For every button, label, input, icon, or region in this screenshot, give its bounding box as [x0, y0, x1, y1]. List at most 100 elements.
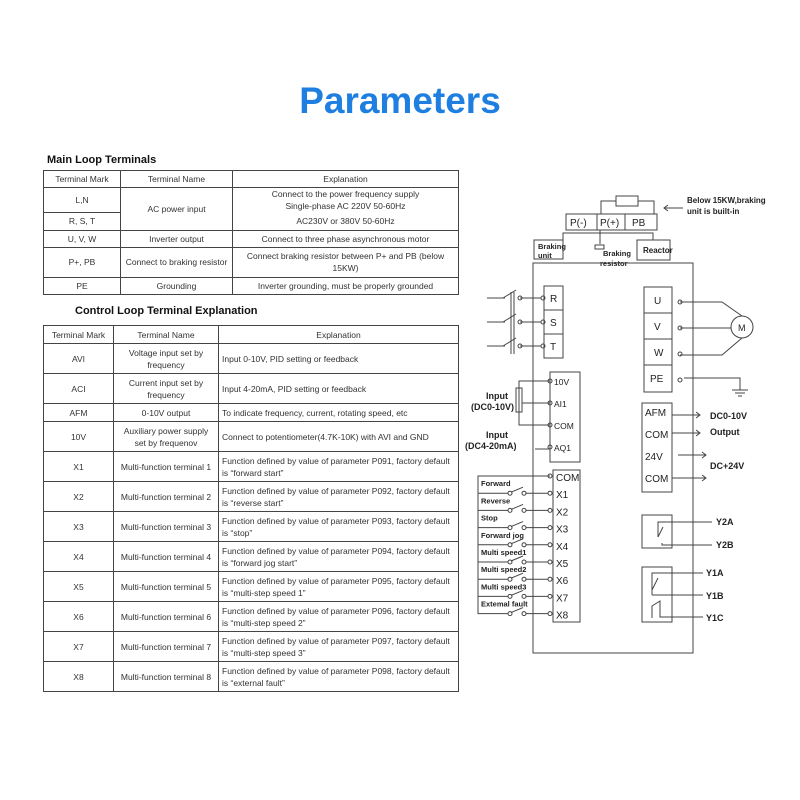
terminal-label: P(+)	[600, 218, 619, 229]
resistor-icon	[615, 195, 639, 207]
terminal-label: X3	[556, 525, 569, 536]
terminal-label: Multi speed1	[481, 548, 526, 557]
svg-text:Y2A: Y2A	[716, 517, 734, 527]
terminal-label: Multi speed3	[481, 582, 526, 591]
exp-cell: Function defined by value of parameter P…	[218, 661, 459, 692]
terminal-label: Extemal fault	[481, 600, 528, 609]
svg-text:Y1C: Y1C	[706, 613, 724, 623]
terminal-label: COM	[645, 474, 668, 485]
page-title: Parameters	[299, 80, 501, 121]
terminal-label: 24V	[645, 452, 663, 463]
terminal-label: P(-)	[570, 218, 587, 229]
control-loop-heading: Control Loop Terminal Explanation	[75, 305, 258, 317]
terminal-label: Forward	[481, 479, 511, 488]
exp-cell: Connect braking resistor between P+ and …	[232, 246, 459, 278]
terminal-label: 10V	[554, 377, 569, 387]
terminal-label: S	[550, 318, 557, 329]
terminal-label: Reverse	[481, 496, 510, 505]
mark-cell: 10V	[43, 421, 114, 452]
terminal-label: X1	[556, 490, 569, 501]
input-terminals: R S T	[487, 285, 564, 359]
header-cell: Explanation	[232, 170, 459, 188]
terminal-label: V	[654, 322, 661, 333]
note-text: Below 15KW,braking	[687, 196, 766, 205]
svg-text:Braking: Braking	[603, 249, 631, 258]
inverter-body	[532, 262, 694, 654]
exp-cell: Inverter grounding, must be properly gro…	[232, 276, 459, 295]
name-cell: Multi-function terminal 7	[113, 631, 219, 662]
svg-text:(DC4-20mA): (DC4-20mA)	[465, 441, 517, 451]
svg-text:Reactor: Reactor	[643, 246, 673, 255]
terminal-label: R	[550, 294, 557, 305]
mark-cell: X6	[43, 601, 114, 632]
relay-outputs: Y2A Y2B Y1A Y1B Y1C	[641, 514, 734, 623]
svg-text:Input: Input	[486, 430, 508, 440]
dc-bus-terminals: P(-) P(+) PB Below 15KW,braking unit is …	[533, 195, 766, 268]
exp-cell: Function defined by value of parameter P…	[218, 541, 459, 572]
terminal-label: X2	[556, 507, 569, 518]
terminal-label: X6	[556, 576, 569, 587]
svg-text:Braking: Braking	[538, 242, 566, 251]
terminal-label: DC+24V	[710, 461, 744, 471]
note-text: unit is built-in	[687, 207, 740, 216]
terminal-label: AFM	[645, 408, 666, 419]
terminal-label: PE	[650, 374, 664, 385]
terminal-label: T	[550, 342, 556, 353]
terminal-label: X7	[556, 593, 569, 604]
mark-cell: X8	[43, 661, 114, 692]
name-cell: Current input set by frequency	[113, 373, 219, 404]
svg-text:Y1A: Y1A	[706, 568, 724, 578]
exp-cell: Function defined by value of parameter P…	[218, 631, 459, 662]
exp-cell: Connect to potentiometer(4.7K-10K) with …	[218, 421, 459, 452]
terminal-label: X5	[556, 559, 569, 570]
terminal-label: AI1	[554, 399, 567, 409]
terminal-label: COM	[554, 421, 574, 431]
terminal-label: U	[654, 296, 661, 307]
terminal-label: Output	[710, 427, 740, 437]
terminal-label: PB	[632, 218, 646, 229]
terminal-label: Forward jog	[481, 531, 524, 540]
exp-cell: Input 4-20mA, PID setting or feedback	[218, 373, 459, 404]
name-cell: Multi-function terminal 1	[113, 451, 219, 482]
terminal-label: Stop	[481, 514, 498, 523]
svg-text:Y1B: Y1B	[706, 591, 724, 601]
svg-text:Input: Input	[486, 391, 508, 401]
main-loop-heading: Main Loop Terminals	[47, 154, 157, 166]
name-cell: Multi-function terminal 8	[113, 661, 219, 692]
exp-cell: Function defined by value of parameter P…	[218, 601, 459, 632]
svg-text:M: M	[738, 323, 746, 333]
exp-cell: Single-phase AC 220V 50-60Hz	[285, 201, 406, 211]
ground-icon	[684, 377, 741, 390]
exp-cell: Connect to the power frequency supply	[271, 189, 420, 199]
svg-text:Y2B: Y2B	[716, 540, 734, 550]
mark-cell: X2	[43, 481, 114, 512]
terminal-label: X4	[556, 542, 569, 553]
terminal-label: X8	[556, 611, 569, 622]
name-cell: Multi-function terminal 6	[113, 601, 219, 632]
exp-cell: Input 0-10V, PID setting or feedback	[218, 343, 459, 374]
terminal-label: Multi speed2	[481, 565, 526, 574]
terminal-label: COM	[556, 473, 579, 484]
name-cell: Auxiliary power supply set by frequenov	[113, 421, 219, 452]
